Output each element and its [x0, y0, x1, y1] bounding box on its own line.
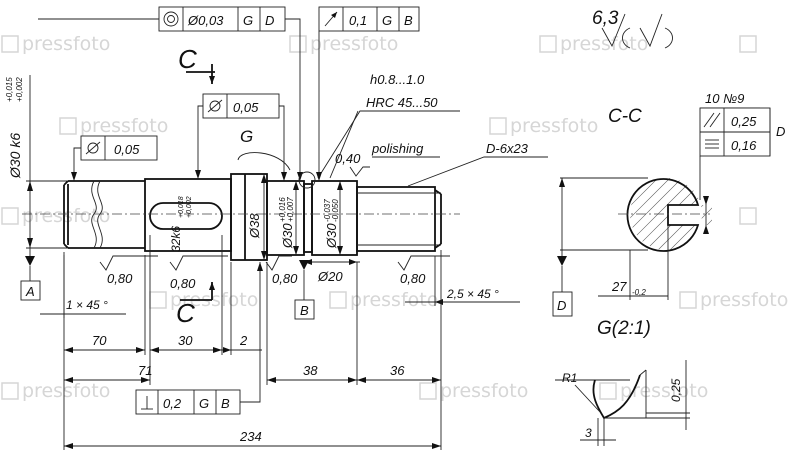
datum-b-label: B: [300, 303, 309, 318]
roughness-080: 0,80: [170, 276, 196, 291]
note-hardness-depth: h0.8...1.0: [370, 72, 425, 87]
label-d30b: Ø30: [324, 223, 339, 249]
fcf-key-tolerance: 10 №9 0,25 0,16 D: [699, 91, 785, 200]
dim-d30a: Ø30 +0,016 +0,007: [278, 181, 299, 255]
detail-radius: R1: [562, 371, 577, 385]
watermark-text: pressfoto: [22, 205, 110, 227]
watermark-text: pressfoto: [80, 115, 168, 137]
section-cut-top: C: [178, 44, 215, 84]
dim-d30b: Ø30 -0,037 -0,050: [323, 181, 343, 255]
section-cc: C-C D: [552, 106, 712, 317]
watermark-text: pressfoto: [22, 380, 110, 402]
fcf-runout-top-d1: G: [243, 13, 253, 28]
dim-l36: 36: [390, 363, 405, 378]
roughness-080: 0,80: [400, 271, 426, 286]
watermark-text: pressfoto: [310, 33, 398, 55]
detail-width: 3: [585, 426, 592, 440]
detail-g-callout: G: [237, 127, 316, 189]
section-cut-bottom: C: [176, 282, 215, 328]
fcf-perpendicularity: 0,2 G B: [135, 262, 263, 415]
detail-depth: 0,25: [669, 378, 683, 402]
chamfer-left-label: 1 × 45 °: [66, 298, 108, 312]
section-key-depth-tol: -0,2: [632, 288, 646, 297]
dim-l70: 70: [92, 333, 107, 348]
label-d38: Ø38: [247, 213, 262, 239]
watermark-text: pressfoto: [440, 380, 528, 402]
roughness-general-label: 6,3: [592, 8, 619, 29]
fcf-runout-top-value: Ø0,03: [187, 13, 224, 28]
dim-d38: Ø38: [247, 174, 267, 260]
fcf-perp-d2: B: [221, 396, 230, 411]
watermark-text: pressfoto: [510, 115, 598, 137]
fcf-runout-top: Ø0,03 G D: [38, 6, 303, 181]
dim-l30: 30: [178, 333, 193, 348]
datum-a: A: [20, 256, 41, 301]
dim-l234: 234: [239, 429, 262, 444]
fcf-runout-arrow-d1: G: [382, 13, 392, 28]
fcf-cylindricity-mid-value: 0,05: [233, 100, 259, 115]
fcf-runout-arrow: 0,1 G B: [316, 6, 420, 181]
roughness-040: 0,40: [335, 151, 361, 166]
roughness-080: 0,80: [107, 271, 133, 286]
label-d30b-lower: -0,050: [331, 199, 340, 222]
key-spec: 10 №9: [705, 91, 744, 106]
fcf-runout-top-d2: D: [265, 13, 274, 28]
datum-b: B: [294, 260, 315, 320]
fcf-perp-value: 0,2: [163, 396, 182, 411]
note-spline: D-6x23: [486, 141, 529, 156]
label-d20: Ø20: [317, 269, 343, 284]
detail-scale-title: G(2:1): [597, 318, 651, 339]
label-d30a-upper: +0,016: [278, 197, 287, 222]
roughness-marks: 0,80 0,80 0,80 0,80 0,40: [99, 151, 450, 291]
dim-l71: 71: [138, 363, 152, 378]
watermark-layer: pressfoto pressfoto pressfoto pressfoto …: [1, 33, 788, 402]
label-d30k6-upper: +0,015: [5, 77, 14, 102]
dim-d20: Ø20: [300, 259, 360, 284]
dim-d30k6: Ø30 k6 +0,015 +0,002: [5, 75, 68, 262]
fcf-perp-d1: G: [199, 396, 209, 411]
section-key-depth: 27: [611, 279, 627, 294]
watermark-text: pressfoto: [560, 33, 648, 55]
shaft-outline: [22, 173, 460, 261]
general-roughness: 6,3: [592, 8, 673, 49]
watermark-text: pressfoto: [22, 33, 110, 55]
note-polishing: polishing: [371, 141, 424, 156]
watermark-text: pressfoto: [700, 289, 788, 311]
section-c-bottom-label: C: [176, 298, 195, 328]
fcf-cylindricity-mid: 0,05: [195, 93, 287, 181]
watermark-text: pressfoto: [170, 289, 258, 311]
detail-g: G(2:1) R1 3 0,25: [555, 318, 690, 446]
key-sym-value: 0,16: [731, 138, 757, 153]
dim-l2: 2: [239, 333, 248, 348]
label-d30k6-lower: +0,002: [15, 77, 24, 102]
dim-l38: 38: [303, 363, 318, 378]
label-d32k6-upper: +0,018: [178, 196, 185, 218]
datum-d-label: D: [557, 298, 566, 313]
label-d30b-upper: -0,037: [323, 199, 332, 222]
label-d30k6: Ø30 k6: [7, 133, 23, 179]
fcf-cylindricity-left-value: 0,05: [114, 142, 140, 157]
chamfer-right: 2,5 × 45 °: [405, 256, 520, 306]
detail-g-label: G: [240, 127, 253, 146]
fcf-cylindricity-left: 0,05: [71, 135, 158, 181]
label-d32k6-lower: +0,002: [186, 196, 193, 218]
watermark-text: pressfoto: [350, 289, 438, 311]
label-d32k6: 32k6: [169, 226, 183, 252]
datum-a-label: A: [25, 284, 35, 299]
section-cc-title: C-C: [608, 106, 642, 127]
fcf-runout-arrow-d2: B: [404, 13, 413, 28]
label-d30a-lower: +0,007: [286, 197, 295, 222]
length-dims: 70 30 2 71 38 36 234: [63, 235, 442, 450]
fcf-runout-arrow-value: 0,1: [349, 13, 367, 28]
note-hardness: HRC 45...50: [366, 95, 438, 110]
label-d30a: Ø30: [280, 223, 295, 249]
key-datum: D: [776, 124, 785, 139]
section-c-top-label: C: [178, 44, 197, 74]
chamfer-right-label: 2,5 × 45 °: [446, 287, 499, 301]
roughness-080: 0,80: [272, 271, 298, 286]
key-par-value: 0,25: [731, 114, 757, 129]
